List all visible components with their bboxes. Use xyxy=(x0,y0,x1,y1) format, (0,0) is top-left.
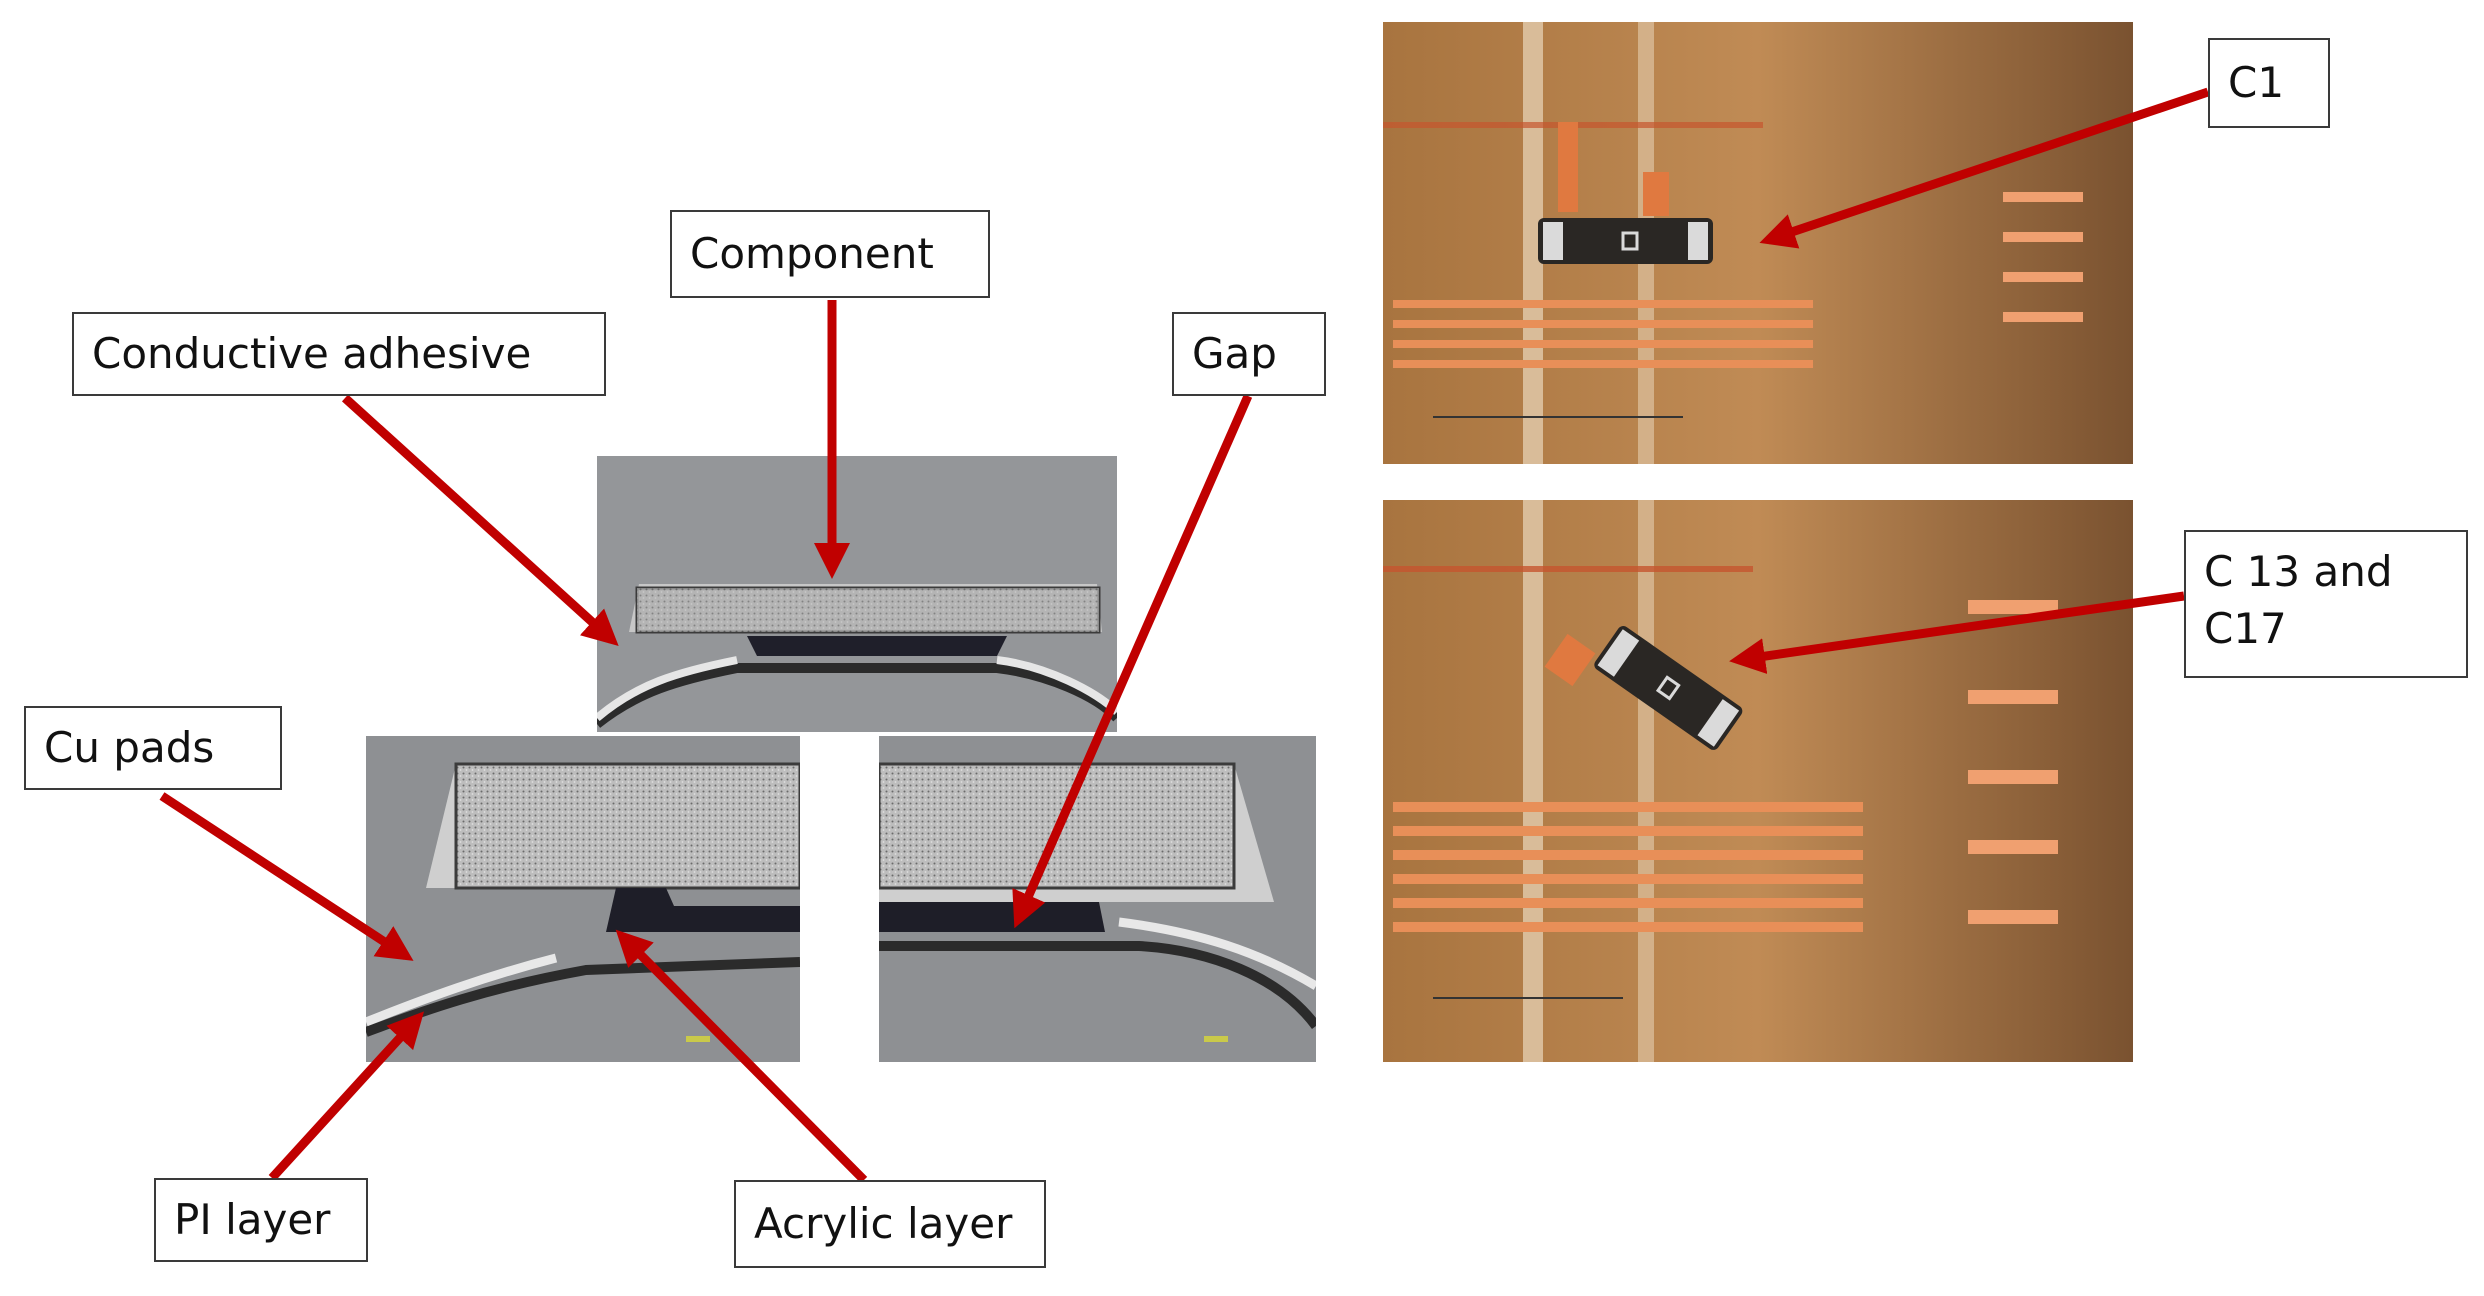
label-acrylic-layer: Acrylic layer xyxy=(734,1180,1046,1268)
label-cu-pads: Cu pads xyxy=(24,706,282,790)
label-conductive-adhesive: Conductive adhesive xyxy=(72,312,606,396)
label-c1: C1 xyxy=(2208,38,2330,128)
cross-section-photo-top xyxy=(597,456,1117,732)
cross-section-photo-bottom-left xyxy=(366,736,800,1062)
arrow-conductive-adhesive xyxy=(341,394,619,647)
label-component: Component xyxy=(670,210,990,298)
label-c13-c17-line2: C17 xyxy=(2204,603,2287,653)
copper-photo-c1 xyxy=(1383,22,2133,464)
label-c13-c17-line1: C 13 and xyxy=(2204,547,2393,596)
label-gap: Gap xyxy=(1172,312,1326,396)
cross-section-photo-bottom-right xyxy=(879,736,1316,1062)
label-c13-c17: C 13 and C17 xyxy=(2184,530,2468,678)
copper-photo-c13-c17 xyxy=(1383,500,2133,1062)
label-pi-layer: PI layer xyxy=(154,1178,368,1262)
